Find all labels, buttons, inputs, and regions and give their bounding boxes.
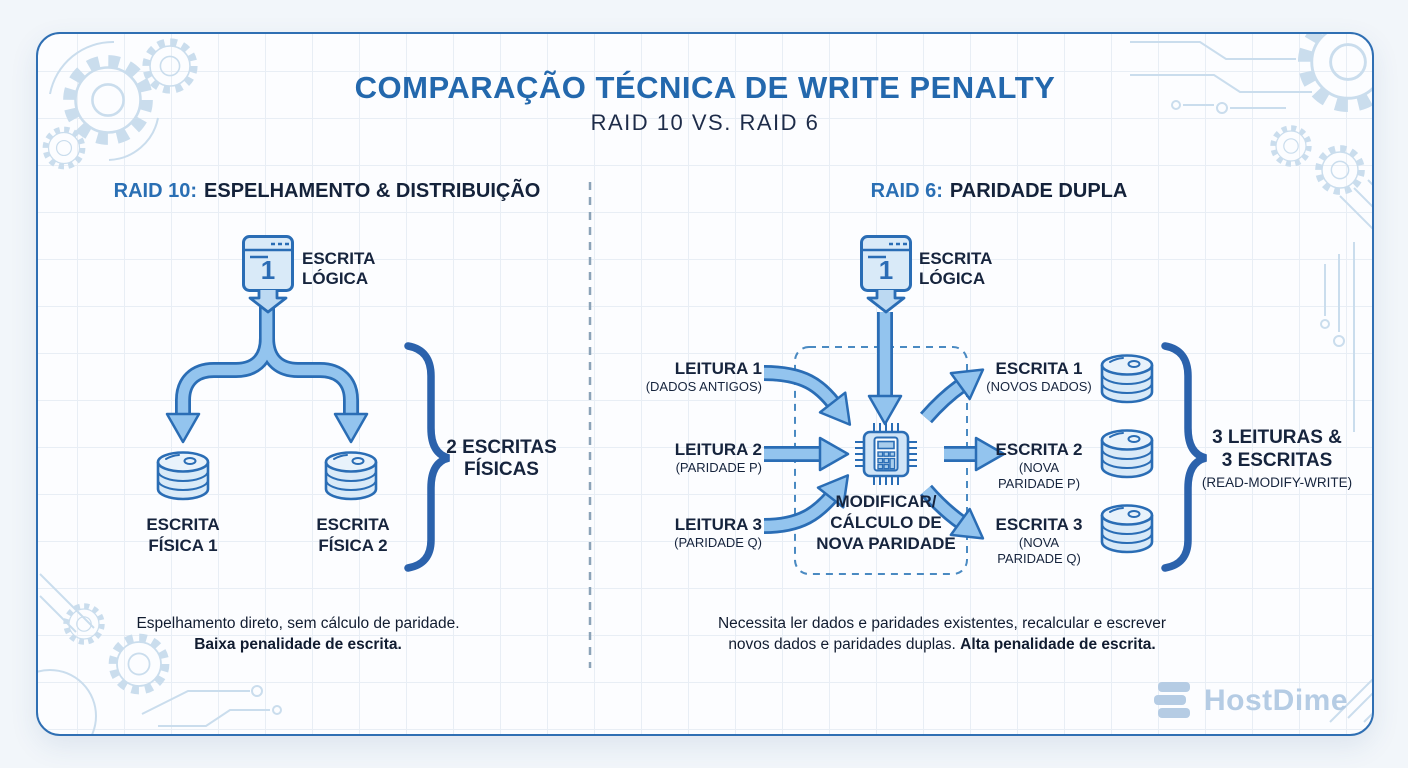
disk-icon-raid10-1 (156, 451, 210, 501)
raid10-summary: 2 ESCRITAS FÍSICAS (446, 437, 557, 480)
raid10-heading-rest: ESPELHAMENTO & DISTRIBUIÇÃO (204, 180, 541, 202)
raid10-note-bold: Baixa penalidade de escrita. (194, 636, 402, 653)
raid10-physical-write-2-label: ESCRITA FÍSICA 2 (316, 515, 390, 555)
raid6-summary-main: 3 LEITURAS & 3 ESCRITAS (1212, 427, 1342, 471)
raid6-write-2-label: ESCRITA 2 (NOVA PARIDADE P) (980, 440, 1098, 492)
raid6-summary: 3 LEITURAS & 3 ESCRITAS (READ-MODIFY-WRI… (1195, 426, 1359, 490)
write-sublabel: (NOVA PARIDADE Q) (997, 535, 1081, 566)
raid10-logical-write-icon: 1 (242, 235, 294, 315)
raid10-physical-write-1-label: ESCRITA FÍSICA 1 (146, 515, 220, 555)
read-sublabel: (DADOS ANTIGOS) (645, 379, 762, 394)
write-count-badge: 1 (878, 255, 894, 285)
write-sublabel: (NOVOS DADOS) (986, 379, 1092, 394)
read-sublabel: (PARIDADE P) (675, 460, 762, 475)
main-panel: COMPARAÇÃO TÉCNICA DE WRITE PENALTY RAID… (36, 32, 1374, 736)
page-title: COMPARAÇÃO TÉCNICA DE WRITE PENALTY (354, 70, 1056, 105)
write-label: ESCRITA 1 (995, 359, 1083, 378)
raid10-heading-prefix: RAID 10: (113, 180, 198, 202)
circuit-right-middle (1320, 242, 1355, 432)
raid6-read-2-label: LEITURA 2 (PARIDADE P) (612, 440, 762, 476)
disk-icon-raid6-1 (1100, 354, 1154, 404)
hostdime-logo: HostDime (1152, 680, 1348, 722)
raid6-down-arrow (867, 312, 903, 426)
circuit-top-right (1130, 34, 1372, 230)
parity-calculator-chip-icon (855, 423, 917, 485)
raid6-note-text: Necessita ler dados e paridades existent… (717, 615, 1166, 653)
read-label: LEITURA 1 (674, 359, 762, 378)
raid6-logical-write-label: ESCRITA LÓGICA (919, 249, 993, 288)
raid10-logical-write-label: ESCRITA LÓGICA (302, 249, 376, 288)
raid6-write-3-label: ESCRITA 3 (NOVA PARIDADE Q) (980, 515, 1098, 567)
raid6-heading: RAID 6: PARIDADE DUPLA (734, 180, 1264, 203)
raid6-read-3-label: LEITURA 3 (PARIDADE Q) (612, 515, 762, 551)
raid6-summary-sub: (READ-MODIFY-WRITE) (1201, 475, 1353, 490)
raid6-heading-prefix: RAID 6: (870, 180, 943, 202)
write-label: ESCRITA 2 (995, 440, 1083, 459)
raid6-logical-write-icon: 1 (860, 235, 912, 315)
raid10-branch-arrow (165, 300, 369, 444)
page-subtitle: RAID 10 VS. RAID 6 (590, 110, 820, 135)
disk-icon-raid10-2 (324, 451, 378, 501)
write-count-badge: 1 (260, 255, 276, 285)
raid6-write-1-label: ESCRITA 1 (NOVOS DADOS) (980, 359, 1098, 395)
raid6-process-label: MODIFICAR/ CÁLCULO DE NOVA PARIDADE (816, 492, 956, 553)
write-label: ESCRITA 3 (995, 515, 1083, 534)
read-sublabel: (PARIDADE Q) (674, 535, 762, 550)
raid6-heading-rest: PARIDADE DUPLA (949, 180, 1128, 202)
raid6-note-bold: Alta penalidade de escrita. (960, 636, 1156, 653)
raid10-heading: RAID 10: ESPELHAMENTO & DISTRIBUIÇÃO (62, 180, 592, 203)
document-write-icon (242, 235, 294, 314)
write-sublabel: (NOVA PARIDADE P) (997, 460, 1081, 491)
raid10-note-text: Espelhamento direto, sem cálculo de pari… (136, 615, 460, 632)
hostdime-logo-text: HostDime (1204, 684, 1349, 717)
raid6-read-1-label: LEITURA 1 (DADOS ANTIGOS) (612, 359, 762, 395)
read-label: LEITURA 2 (674, 440, 762, 459)
read-label: LEITURA 3 (674, 515, 762, 534)
disk-icon-raid6-2 (1100, 429, 1154, 479)
hostdime-logo-icon (1154, 682, 1190, 718)
disk-icon-raid6-3 (1100, 504, 1154, 554)
raid6-note: Necessita ler dados e paridades existent… (707, 613, 1177, 655)
raid10-note: Espelhamento direto, sem cálculo de pari… (88, 613, 508, 655)
document-write-icon (860, 235, 912, 314)
